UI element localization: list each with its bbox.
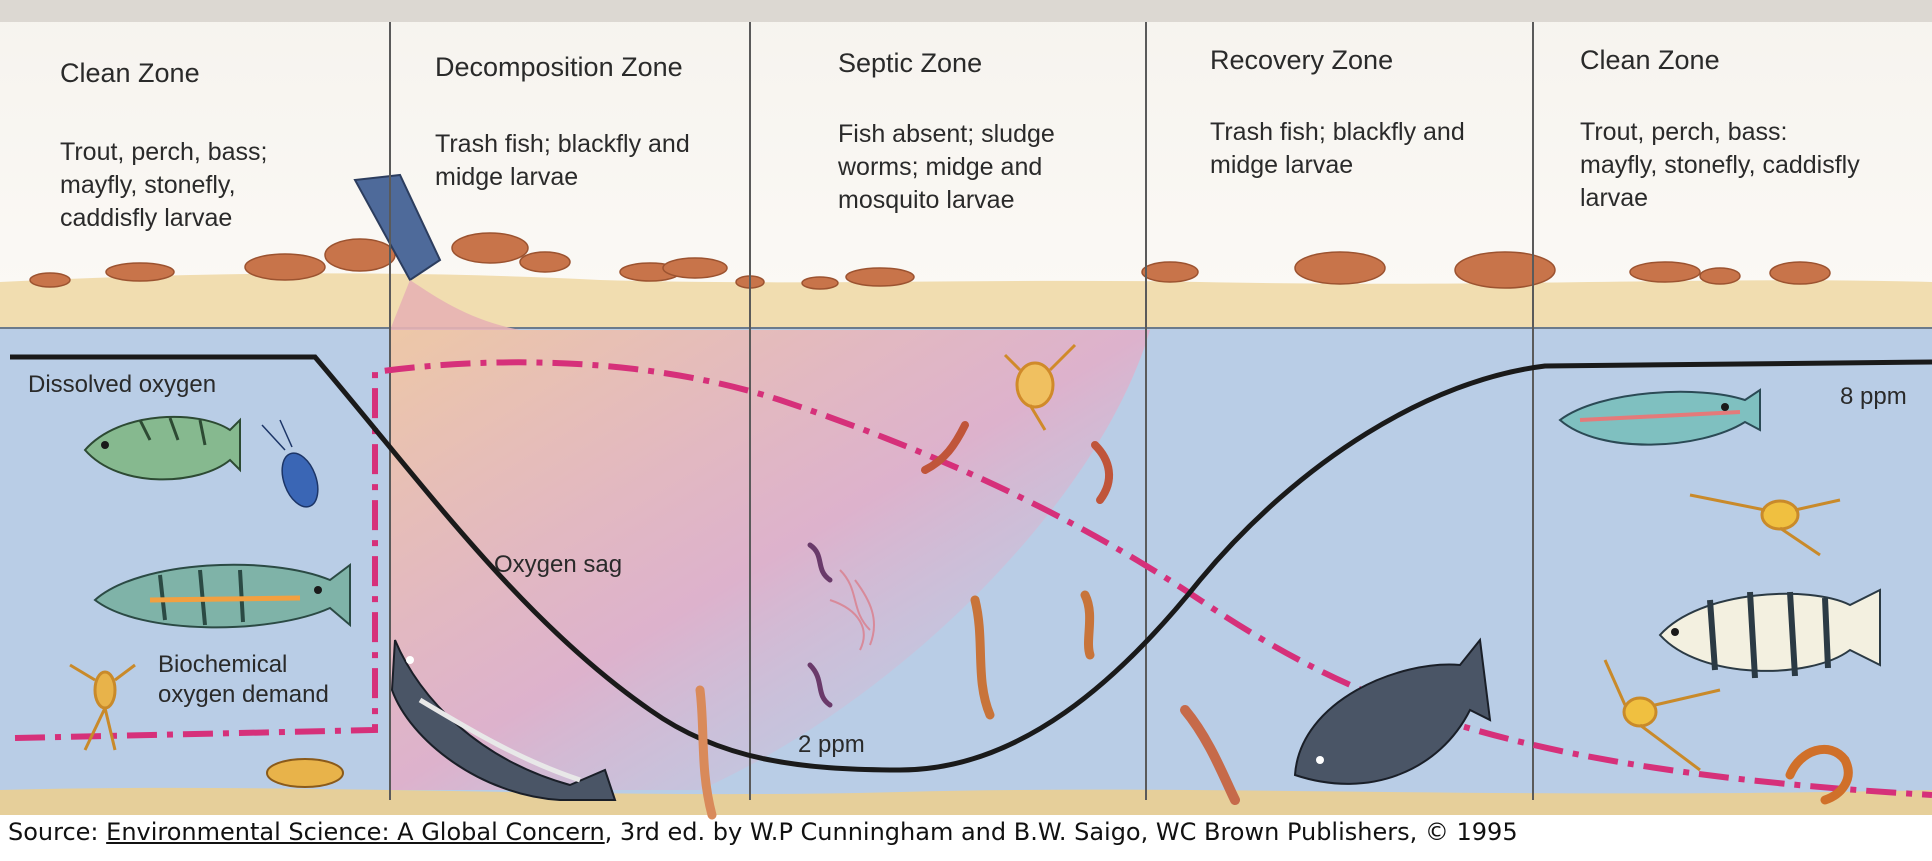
- zone-4-line-1: Trash fish; blackfly and: [1210, 116, 1465, 149]
- bod-label-line-1: Biochemical: [158, 650, 329, 680]
- zone-5-title: Clean Zone: [1580, 45, 1720, 76]
- zone-1-title: Clean Zone: [60, 58, 200, 89]
- zone-3-line-1: Fish absent; sludge: [838, 118, 1055, 151]
- zone-3-line-3: mosquito larvae: [838, 184, 1055, 217]
- oxygen-sag-label: Oxygen sag: [494, 550, 622, 580]
- zone-5-line-3: larvae: [1580, 182, 1860, 215]
- source-credit: Source: Environmental Science: A Global …: [8, 818, 1518, 846]
- bod-label: Biochemical oxygen demand: [158, 650, 329, 710]
- zone-3-description: Fish absent; sludge worms; midge and mos…: [838, 118, 1055, 217]
- bod-label-line-2: oxygen demand: [158, 680, 329, 710]
- zone-5-line-1: Trout, perch, bass:: [1580, 116, 1860, 149]
- top-strip: [0, 0, 1932, 22]
- source-prefix: Source:: [8, 818, 106, 846]
- source-book-title: Environmental Science: A Global Concern: [106, 818, 605, 846]
- dissolved-oxygen-label: Dissolved oxygen: [28, 370, 216, 400]
- low-ppm-label: 2 ppm: [798, 730, 865, 760]
- zone-2-description: Trash fish; blackfly and midge larvae: [435, 128, 690, 194]
- zone-4-description: Trash fish; blackfly and midge larvae: [1210, 116, 1465, 182]
- source-suffix: , 3rd ed. by W.P Cunningham and B.W. Sai…: [605, 818, 1518, 846]
- zone-2-line-1: Trash fish; blackfly and: [435, 128, 690, 161]
- river-bank: [0, 273, 1932, 335]
- high-ppm-label: 8 ppm: [1840, 382, 1907, 412]
- zone-1-line-2: mayfly, stonefly,: [60, 169, 268, 202]
- zone-1-description: Trout, perch, bass; mayfly, stonefly, ca…: [60, 136, 268, 235]
- zone-2-line-2: midge larvae: [435, 161, 690, 194]
- zone-1-line-3: caddisfly larvae: [60, 202, 268, 235]
- zone-4-line-2: midge larvae: [1210, 149, 1465, 182]
- zone-5-description: Trout, perch, bass: mayfly, stonefly, ca…: [1580, 116, 1860, 215]
- zone-3-title: Septic Zone: [838, 48, 982, 79]
- zone-1-line-1: Trout, perch, bass;: [60, 136, 268, 169]
- zone-4-title: Recovery Zone: [1210, 45, 1393, 76]
- zone-2-title: Decomposition Zone: [435, 52, 683, 83]
- caddisfly-larva-icon: [267, 759, 343, 787]
- zone-3-line-2: worms; midge and: [838, 151, 1055, 184]
- zone-5-line-2: mayfly, stonefly, caddisfly: [1580, 149, 1860, 182]
